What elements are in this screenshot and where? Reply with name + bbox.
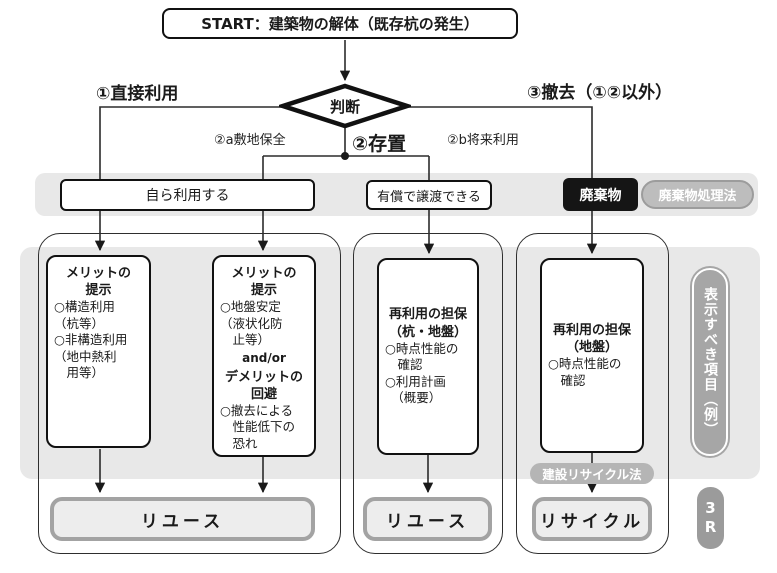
recycle-result-label: リサイクル [539,511,645,532]
waste-law-label: 廃棄物処理法 [658,189,737,204]
reuse-result-2-label: リユース [385,511,470,532]
waste-law-badge: 廃棄物処理法 [641,180,754,209]
reuse-result-1: リユース [50,497,315,541]
branch-label-retain: ②存置 [352,133,407,155]
three-r-badge: 3 R [697,487,724,549]
merit-box-ground: メリットの 提示 ○地盤安定 （液状化防 止等） and/or デメリットの 回… [212,255,316,457]
reuse-guarantee-box-pile-ground: 再利用の担保 （杭・地盤） ○時点性能の 確認 ○利用計画 （概要） [377,258,479,455]
merit-box-structural: メリットの 提示 ○構造利用 （杭等） ○非構造利用 （地中熱利 用等） [46,255,151,448]
start-label: START：建築物の解体（既存杭の発生） [201,15,479,33]
guarantee-ground-body: ○時点性能の 確認 [548,356,622,388]
merit-box-structural-heading: メリットの 提示 [65,266,131,299]
self-use-label: 自ら利用する [145,188,230,204]
waste-label: 廃棄物 [579,187,622,204]
reuse-result-2: リユース [363,497,492,541]
branch-label-removal: ③撤去（①②以外） [527,83,673,103]
diamond-shape [275,83,415,129]
merit-box-ground-heading: メリットの 提示 [231,266,297,299]
reuse-group-transfer [353,233,503,554]
merit-box-ground-body: ○地盤安定 （液状化防 止等） [220,299,283,348]
paid-transfer-node: 有償で譲渡できる [366,180,492,210]
guarantee-pile-ground-heading: 再利用の担保 （杭・地盤） [388,307,467,340]
reuse-result-1-label: リユース [140,511,225,532]
decision-label: 判断 [329,97,360,116]
recycle-result: リサイクル [532,497,652,541]
waste-node: 廃棄物 [563,178,638,211]
and-or-connector-label: and/or [242,350,286,365]
guarantee-pile-ground-body: ○時点性能の 確認 ○利用計画 （概要） [385,340,459,406]
demerit-body: ○撤去による 性能低下の 恐れ [220,402,296,451]
recycle-group [516,233,669,554]
branch-label-direct-use: ①直接利用 [96,84,179,104]
paid-transfer-label: 有償で譲渡できる [377,189,481,205]
branch-label-site-preservation: ②a敷地保全 [214,133,286,148]
construction-recycle-law-badge: 建設リサイクル法 [530,463,654,484]
branch-label-future-use: ②b将来利用 [447,133,519,148]
reuse-guarantee-box-ground: 再利用の担保 （地盤） ○時点性能の 確認 [540,258,644,453]
decision-diamond: 判断 [275,83,415,129]
merit-box-structural-body: ○構造利用 （杭等） ○非構造利用 （地中熱利 用等） [54,299,128,381]
display-items-label: 表示すべき項目（例） [702,287,718,437]
display-items-vertical-badge: 表示すべき項目（例） [692,268,728,456]
reuse-group-direct [38,233,341,554]
guarantee-ground-heading: 再利用の担保 （地盤） [552,322,631,355]
self-use-node: 自ら利用する [60,179,315,211]
start-node: START：建築物の解体（既存杭の発生） [162,8,518,39]
junction-dot [341,152,349,160]
construction-recycle-law-label: 建設リサイクル法 [542,467,642,482]
demerit-heading: デメリットの 回避 [224,369,303,402]
